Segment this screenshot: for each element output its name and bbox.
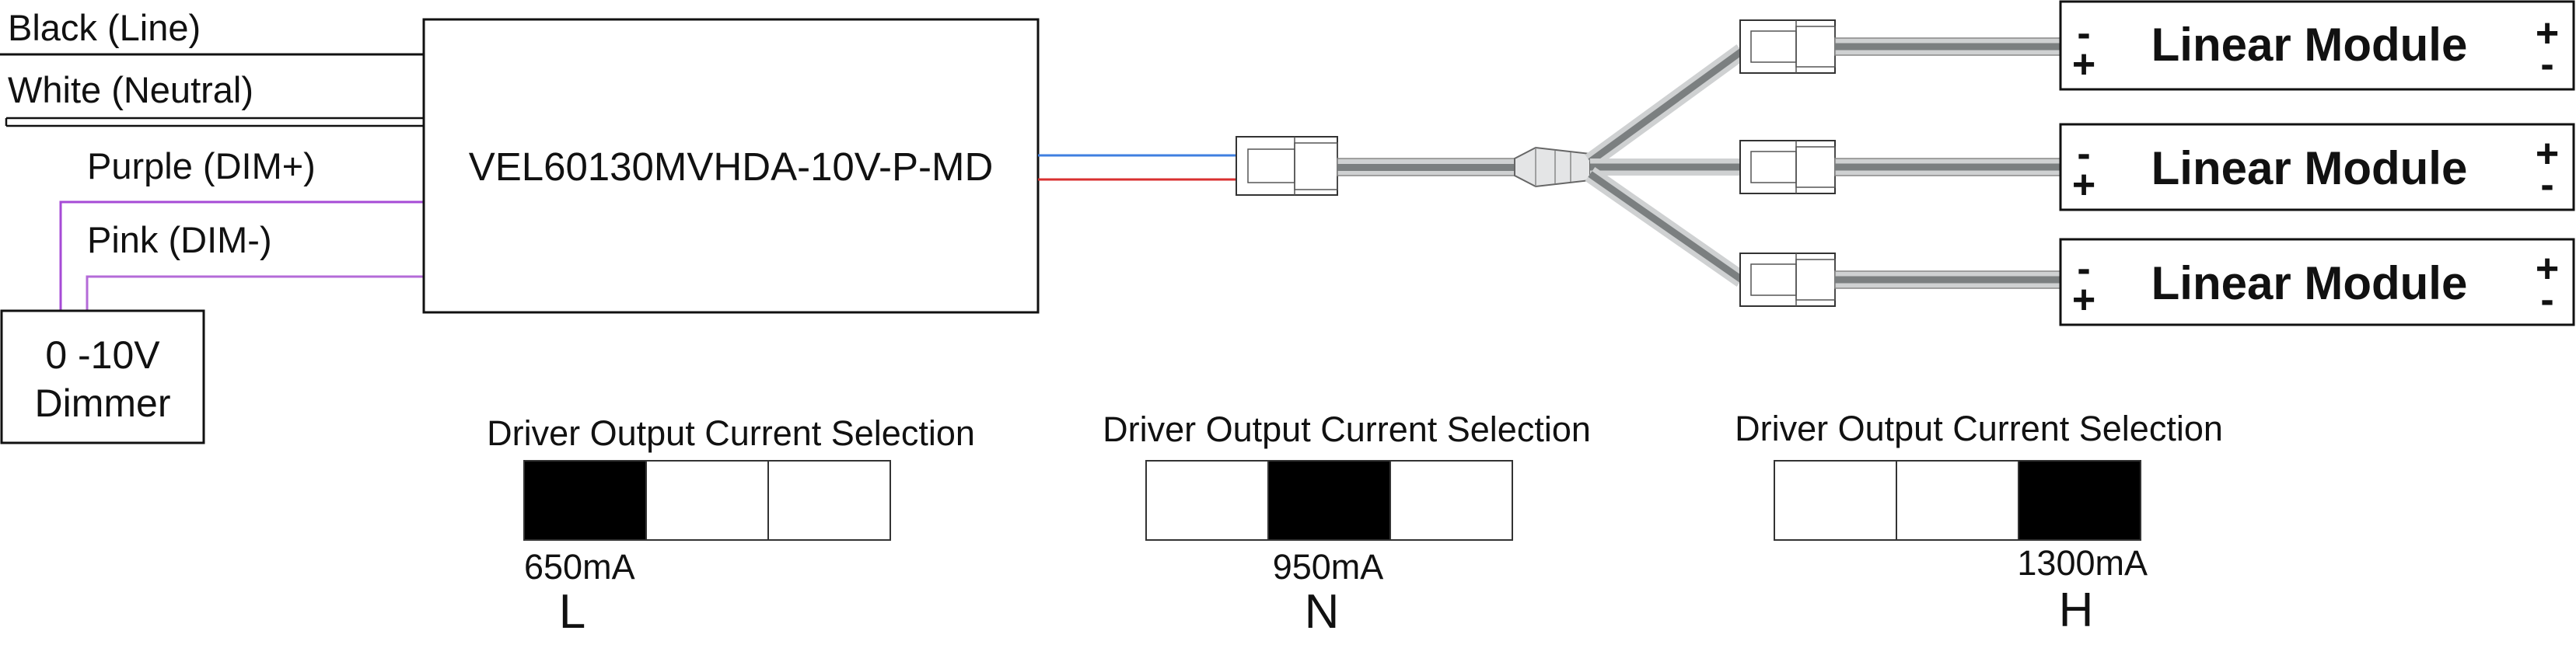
module-connector-2 [1739,140,1836,194]
switch-position-active [1267,460,1391,541]
switch-position [767,460,891,541]
driver-model-label: VEL60130MVHDA-10V-P-MD [469,145,994,189]
module-right-top-polarity: + [2536,11,2559,56]
module-lead-cable-3 [1834,270,2061,289]
module-label: Linear Module [2151,142,2468,194]
pink-dim-minus-label: Pink (DIM-) [87,219,272,260]
selection-switch [1774,460,2141,541]
selection-title: Driver Output Current Selection [1735,409,2223,448]
input-wires: Black (Line) White (Neutral) Purple (DIM… [0,7,424,311]
dimmer-label-line1: 0 -10V [45,333,160,377]
cable-splitter [1514,146,1591,188]
dimmer-label-line2: Dimmer [35,381,171,425]
module-right-top-polarity: + [2536,246,2559,291]
main-connector [1236,136,1338,196]
dimmer-box: 0 -10V Dimmer [0,309,205,444]
purple-dim-plus-label: Purple (DIM+) [87,145,316,186]
pink-dim-minus-wire [86,275,424,311]
driver-box: VEL60130MVHDA-10V-P-MD [422,18,1040,314]
driver-output-wires [1038,154,1236,181]
selection-current: 950mA [1273,547,1384,587]
dimmer-outline [0,309,205,444]
module-label: Linear Module [2151,19,2468,71]
selection-code: H [2059,584,2094,637]
module-left-bottom-polarity: + [2072,42,2095,87]
current-selection-2: Driver Output Current Selection 950mA N [1103,409,1591,639]
switch-position-active [523,460,647,541]
main-connector-body [1236,136,1338,196]
module-right-top-polarity: + [2536,131,2559,176]
current-selection-1: Driver Output Current Selection 650mA L [487,413,975,639]
module-outline [2059,123,2575,211]
module-label: Linear Module [2151,257,2468,309]
module-right-bottom-polarity: - [2540,162,2553,207]
branch-cables [1585,44,1747,287]
module-outline [2059,238,2575,326]
linear-module-2: Linear Module - + + - [2059,123,2575,211]
module-right-bottom-polarity: - [2540,42,2553,87]
switch-position [1389,460,1513,541]
module-connector-3 [1739,253,1836,307]
module-left-bottom-polarity: + [2072,277,2095,322]
purple-dim-plus-wire [59,200,424,311]
main-trunk-cable [1337,158,1515,176]
module-connector-1 [1739,19,1836,74]
splitter-body [1514,146,1591,188]
selection-title: Driver Output Current Selection [487,413,975,453]
module-lead-cable-2 [1834,158,2061,176]
selection-current: 650mA [524,547,635,587]
module-left-bottom-polarity: + [2072,162,2095,207]
selection-code: N [1305,585,1340,639]
selection-code: L [559,585,585,639]
module-left-top-polarity: - [2077,11,2090,56]
selection-current: 1300mA [2017,543,2148,583]
module-right-bottom-polarity: - [2540,277,2553,322]
module-outline [2059,0,2575,91]
current-selection-3: Driver Output Current Selection 1300mA H [1735,409,2223,637]
linear-module-1: Linear Module - + + - [2059,0,2575,91]
black-line-label: Black (Line) [8,7,201,48]
module-lead-cable-1 [1834,37,2061,56]
driver-outline [422,18,1040,314]
switch-position [1145,460,1269,541]
module-left-top-polarity: - [2077,131,2090,176]
switch-position [645,460,769,541]
selection-title: Driver Output Current Selection [1103,409,1591,449]
white-neutral-label: White (Neutral) [8,69,253,110]
linear-modules: Linear Module - + + - Linear Module - + … [2059,0,2575,326]
switch-position [1896,460,2019,541]
switch-position-active [2018,460,2141,541]
switch-position [1774,460,1897,541]
linear-module-3: Linear Module - + + - [2059,238,2575,326]
branch-cable-bottom [1585,166,1747,287]
module-connectors [1739,19,2061,307]
module-left-top-polarity: - [2077,246,2090,291]
selection-switch [523,460,891,541]
branch-cable-top [1585,44,1747,169]
selection-switch [1145,460,1513,541]
